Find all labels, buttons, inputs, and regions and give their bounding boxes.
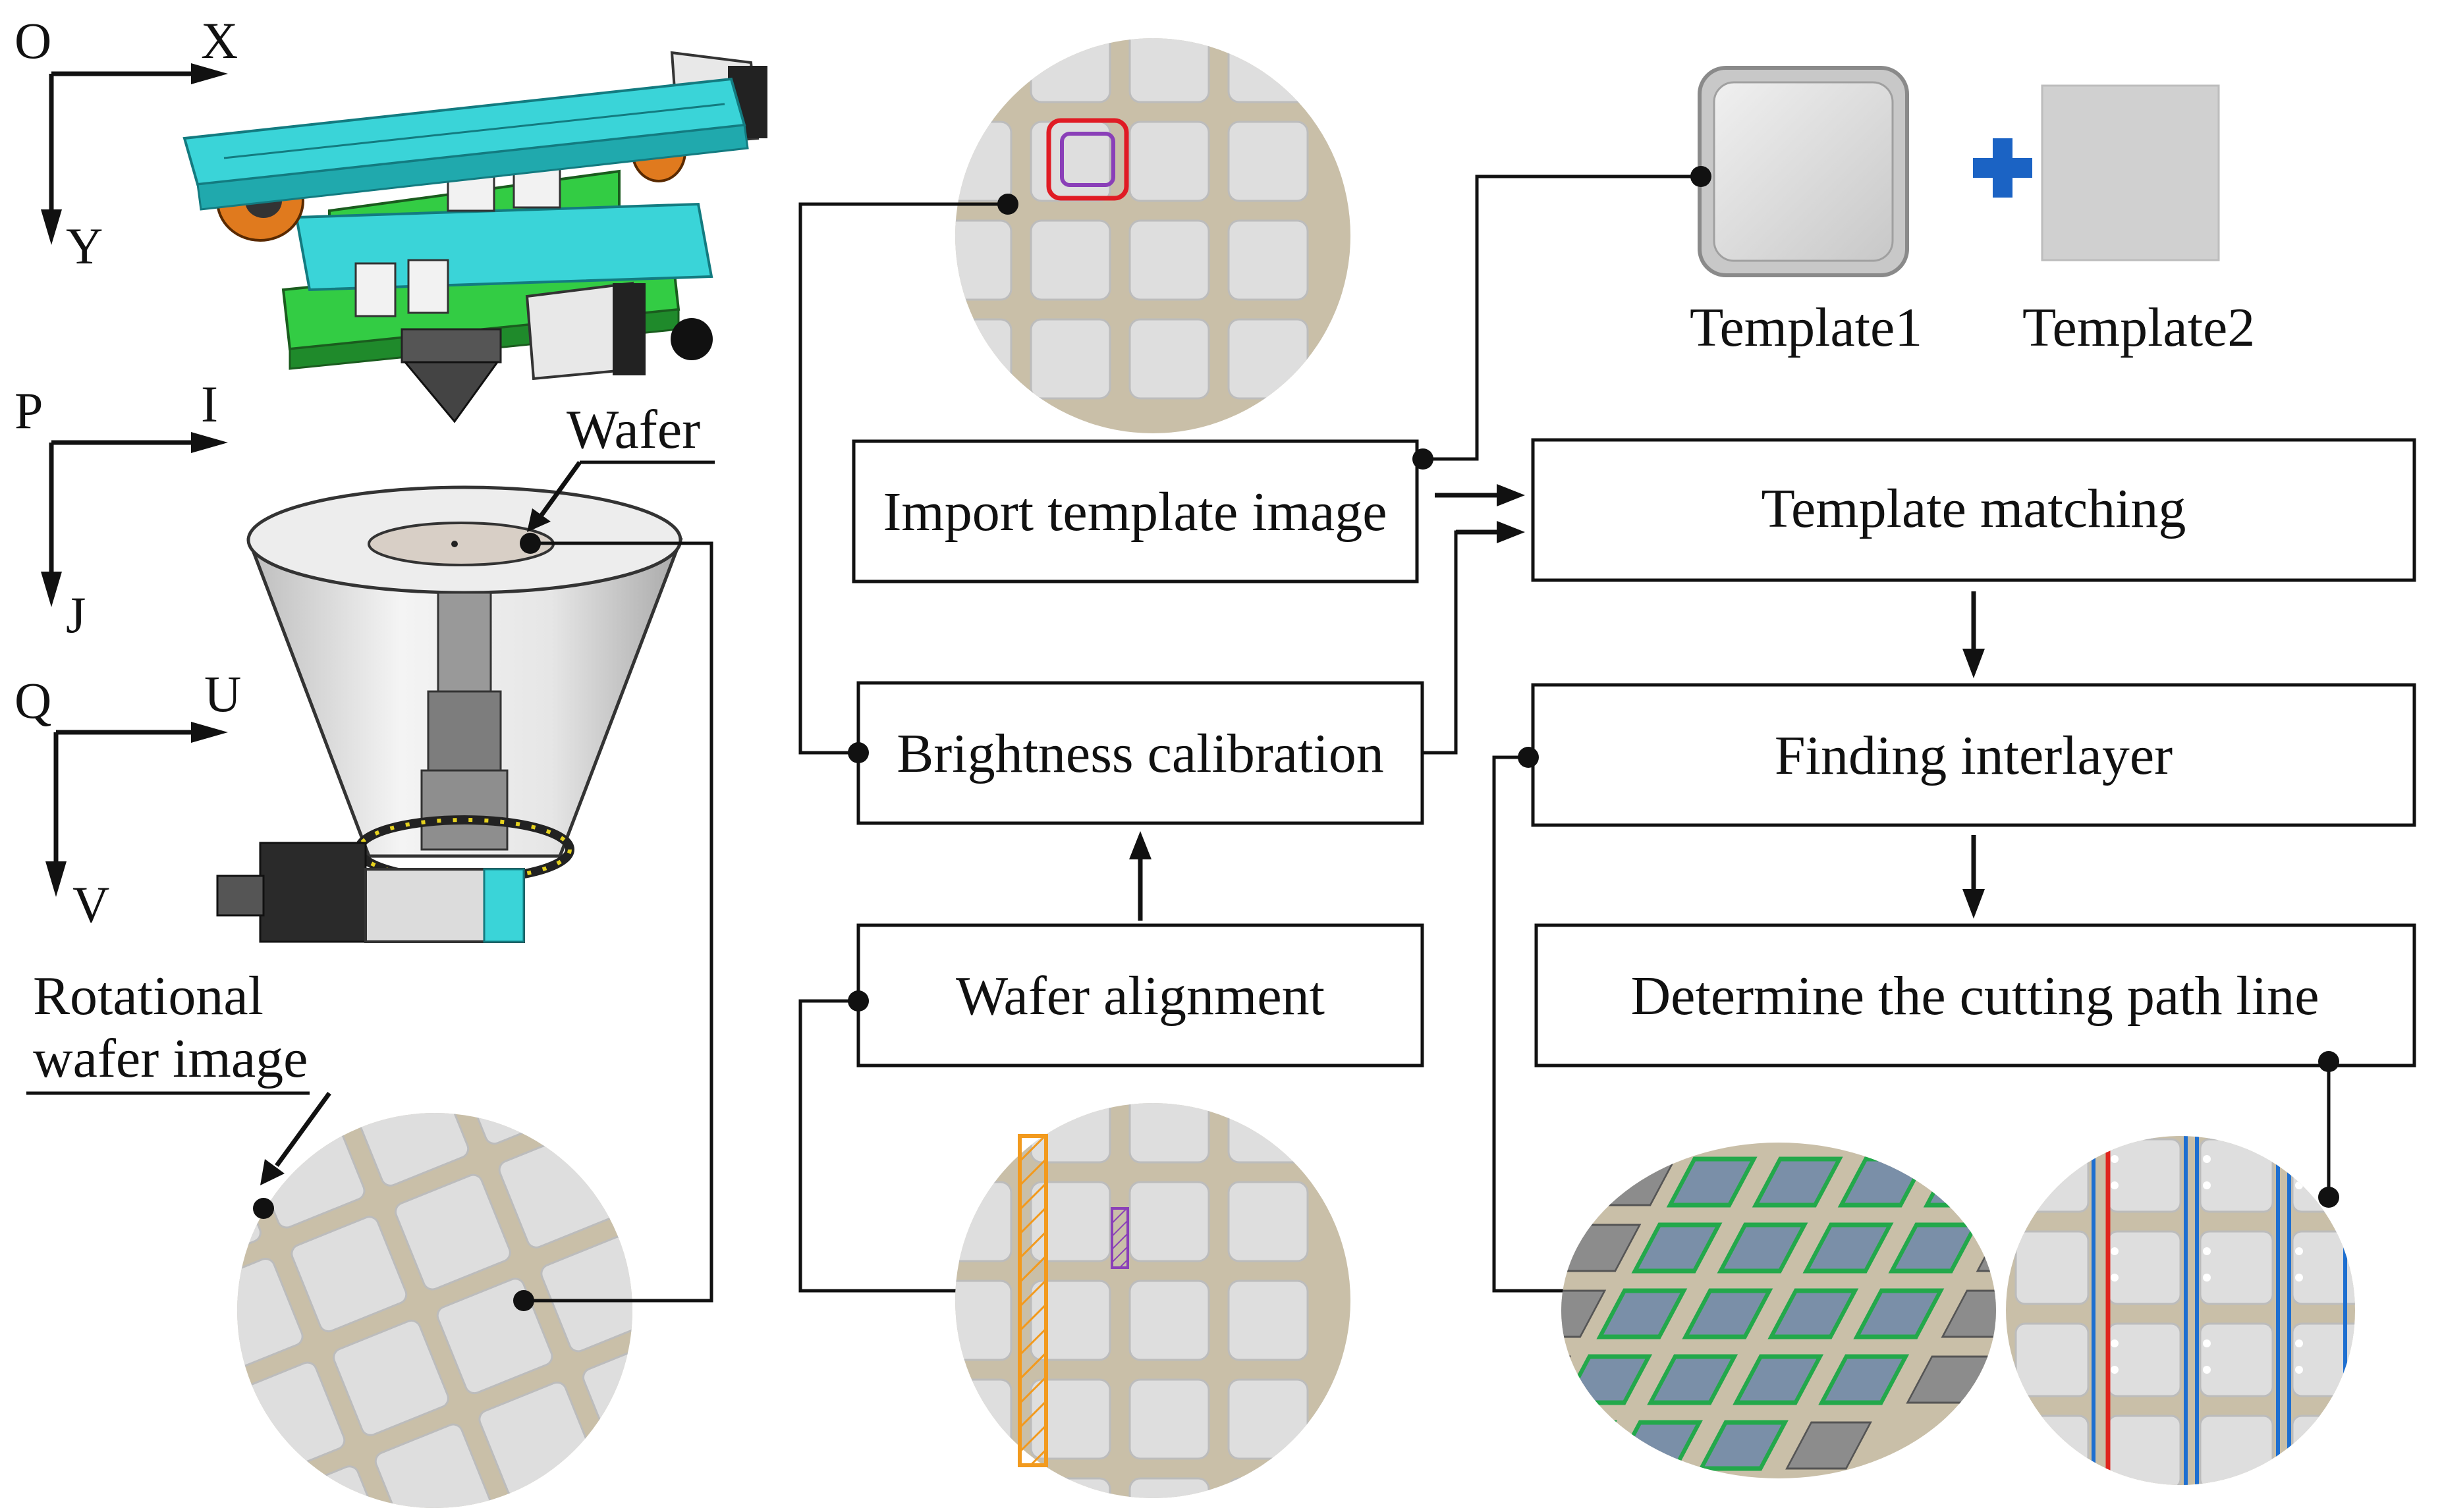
template1-image	[1698, 66, 1909, 277]
plus-icon	[1973, 138, 2032, 198]
axis-pij: P I J	[14, 375, 228, 643]
connector-brightness-to-template-image	[798, 202, 1008, 755]
connector-interlayer-to-chips	[1492, 755, 1619, 1293]
step-finding-interlayer: Finding interlayer	[1531, 683, 2416, 827]
step-brightness-label: Brightness calibration	[897, 723, 1384, 784]
step-finding-interlayer-label: Finding interlayer	[1775, 725, 2173, 786]
step-template-matching-label: Template matching	[1762, 478, 2186, 539]
interlayer-chips-image	[1561, 1143, 1996, 1478]
template1-label: Template1	[1690, 297, 1922, 358]
alignment-marker	[1111, 1207, 1129, 1269]
axis-v-label: Y	[66, 217, 103, 275]
connector-brightness-to-matching	[1422, 530, 1502, 755]
step-wafer-alignment-label: Wafer alignment	[956, 965, 1325, 1027]
template-selection-image	[955, 38, 1350, 433]
rotational-wafer-image	[237, 1113, 632, 1508]
step-import-template: Import template image	[852, 439, 1419, 583]
alignment-band	[1018, 1134, 1048, 1467]
template2-image	[2041, 84, 2220, 261]
template2-label: Template2	[2022, 297, 2255, 358]
template-roi-box	[1046, 118, 1129, 201]
wafer-pointer	[538, 460, 582, 519]
axis-v-label: V	[72, 876, 109, 933]
axis-origin-label: O	[14, 12, 51, 69]
axis-h-label: U	[204, 665, 241, 722]
axis-h-label: I	[201, 375, 218, 433]
axis-quv: Q U V	[14, 665, 241, 933]
axis-h-label: X	[201, 12, 238, 69]
wafer-alignment-image	[955, 1103, 1350, 1498]
connector-alignment-to-image	[798, 999, 967, 1293]
axis-origin-label: P	[14, 382, 43, 439]
axis-oxy: O X Y	[14, 12, 238, 275]
step-cutting-path: Determine the cutting path line	[1534, 923, 2416, 1067]
axis-origin-label: Q	[14, 672, 51, 729]
rotational-to-wafer-connector	[524, 541, 713, 1303]
rotational-label-line2: wafer image	[33, 1028, 308, 1089]
rotational-pointer	[275, 1091, 331, 1168]
step-cutting-path-label: Determine the cutting path line	[1631, 965, 2319, 1027]
rotational-label-line1: Rotational	[33, 965, 264, 1027]
wafer-label: Wafer	[567, 399, 700, 460]
step-wafer-alignment: Wafer alignment	[856, 923, 1424, 1067]
step-template-matching: Template matching	[1531, 438, 2416, 582]
wafer-camera-illustration	[216, 485, 683, 943]
connector-import-to-template1	[1423, 175, 1701, 461]
axis-v-label: J	[66, 586, 86, 643]
cutting-path-image	[2006, 1136, 2355, 1485]
xy-stage-illustration	[182, 51, 767, 423]
step-import-template-label: Import template image	[883, 481, 1387, 543]
template-roi-inner	[1060, 132, 1115, 187]
step-brightness-calibration: Brightness calibration	[856, 681, 1424, 825]
